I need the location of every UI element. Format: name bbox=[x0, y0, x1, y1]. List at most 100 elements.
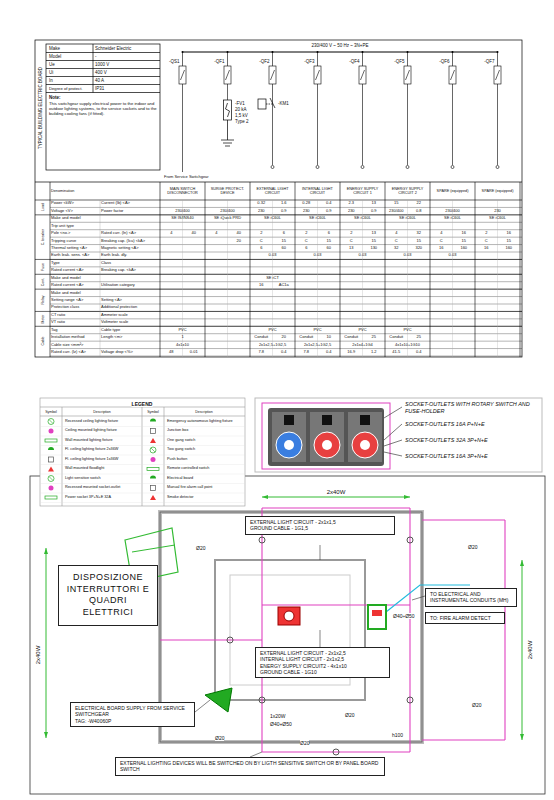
legend-symbol bbox=[48, 467, 54, 472]
note-text: TO: FIRE ALARM DETECT bbox=[430, 615, 500, 621]
plan-frame bbox=[46, 548, 47, 738]
legend-text: Two gang switch bbox=[167, 447, 241, 451]
label: Model bbox=[49, 54, 61, 59]
board-frame bbox=[221, 140, 234, 141]
table-cell: Installation method bbox=[51, 334, 100, 341]
table-cell: Magnetic setting <A> bbox=[101, 245, 159, 252]
table-cell: Length <m> bbox=[101, 334, 159, 341]
label: 1x20W bbox=[270, 713, 286, 719]
table-cell: 6 bbox=[318, 230, 341, 237]
table-cell: Pole <no.> bbox=[51, 230, 100, 237]
table-cell: 41.5 bbox=[385, 349, 408, 356]
legend-symbol bbox=[45, 439, 57, 442]
table-cell: 2x1x2,5+1G2,5 bbox=[250, 341, 295, 348]
breaker-wire bbox=[317, 52, 318, 66]
table-rule bbox=[35, 200, 50, 201]
legend-symbol bbox=[49, 429, 54, 434]
label: SOCKET-OUTLETS 16A 3P+N+E bbox=[405, 453, 488, 460]
label: 1,5 kV bbox=[235, 113, 248, 118]
table-cell: 2 bbox=[250, 230, 273, 237]
junction-dot bbox=[497, 51, 499, 53]
plan-frame bbox=[407, 697, 413, 703]
socket-panel bbox=[352, 432, 378, 458]
legend-frame bbox=[40, 398, 245, 506]
breaker-contact bbox=[316, 70, 320, 80]
table-cell: 0.03 bbox=[340, 252, 385, 259]
board-frame bbox=[35, 40, 522, 357]
table-rule bbox=[317, 200, 318, 357]
table-cell: 7.8 bbox=[250, 349, 273, 356]
breaker-symbol bbox=[494, 66, 501, 84]
label: IP31 bbox=[95, 86, 104, 91]
legend-symbol bbox=[49, 420, 53, 424]
plan-frame bbox=[262, 507, 410, 508]
table-cell: Power <kW> bbox=[51, 200, 100, 207]
plan-frame bbox=[215, 560, 365, 700]
label: -QF2 bbox=[259, 59, 269, 64]
table-cell: Make and model bbox=[51, 215, 159, 222]
note-text: TO ELECTRICAL AND INSTRUMENTAL CONDUITS … bbox=[430, 591, 512, 604]
junction-dot bbox=[272, 51, 274, 53]
table-cell: 2 bbox=[295, 230, 318, 237]
table-rule bbox=[182, 200, 183, 357]
table-cell: C bbox=[430, 237, 453, 244]
board-frame bbox=[266, 104, 273, 105]
label: -QF1 bbox=[214, 59, 224, 64]
table-cell: SE iQuick PRD bbox=[205, 215, 250, 222]
breaker-wire bbox=[497, 84, 498, 165]
legend-symbol bbox=[150, 438, 156, 443]
legend-text: Junction box bbox=[167, 428, 241, 432]
socket-panel bbox=[322, 440, 332, 450]
legend-rule bbox=[142, 502, 245, 503]
table-cell: 25 bbox=[408, 334, 431, 341]
legend-symbol bbox=[150, 447, 156, 453]
table-cell: 15 bbox=[318, 237, 341, 244]
table-rule bbox=[340, 182, 341, 357]
plan-frame bbox=[404, 495, 410, 499]
label: -FV1 bbox=[235, 101, 245, 106]
label: Ue bbox=[49, 62, 55, 67]
label: Ø20 bbox=[300, 740, 309, 746]
table-cell: 4 bbox=[205, 230, 228, 237]
table-cell: 0.03 bbox=[250, 252, 295, 259]
table-cell: Setting <A> bbox=[101, 297, 159, 304]
plan-frame bbox=[504, 520, 505, 740]
plan-frame bbox=[412, 596, 425, 600]
table-cell: 2 bbox=[340, 230, 363, 237]
legend-rule bbox=[40, 455, 142, 456]
table-rule bbox=[205, 182, 206, 357]
table-rule bbox=[50, 333, 522, 334]
label: SOCKET-OUTLETS WITH ROTARY SWITCH AND FU… bbox=[405, 401, 537, 414]
plan-frame bbox=[520, 734, 524, 740]
table-cell: 230 bbox=[340, 207, 363, 214]
label: Symbol bbox=[45, 410, 57, 414]
label: Fuse bbox=[40, 263, 44, 271]
breaker-contact bbox=[361, 70, 365, 80]
table-rule bbox=[50, 341, 522, 342]
table-cell: 40 bbox=[228, 230, 251, 237]
table-rule bbox=[35, 214, 522, 215]
plan-frame bbox=[320, 630, 321, 647]
socket-panel bbox=[360, 415, 370, 425]
table-cell: PVC bbox=[250, 326, 295, 333]
table-cell: 7.8 bbox=[295, 349, 318, 356]
note-text: EXTERNAL LIGHT CIRCUIT - 2x1x2,5 bbox=[260, 650, 385, 656]
legend-symbol bbox=[48, 419, 54, 425]
legend-text: Electrical board bbox=[167, 476, 241, 480]
legend-text: Manual fire alarm call point bbox=[167, 485, 241, 489]
socket-panel bbox=[262, 403, 390, 469]
socket-panel bbox=[276, 432, 302, 458]
board-frame bbox=[225, 146, 230, 147]
table-cell: 1.6 bbox=[273, 200, 296, 207]
label: 400 V bbox=[95, 70, 107, 75]
table-cell: 16 bbox=[453, 230, 476, 237]
table-cell: Make and model bbox=[51, 289, 159, 296]
note-box: EXTERNAL LIGHT CIRCUIT - 2x1x2,5INTERNAL… bbox=[255, 647, 390, 678]
table-rule bbox=[407, 200, 408, 357]
breaker-wire bbox=[497, 52, 498, 66]
table-rule bbox=[475, 182, 476, 357]
plan-frame bbox=[132, 545, 175, 552]
table-rule bbox=[430, 182, 431, 357]
note-box: TO: FIRE ALARM DETECT bbox=[425, 612, 505, 624]
